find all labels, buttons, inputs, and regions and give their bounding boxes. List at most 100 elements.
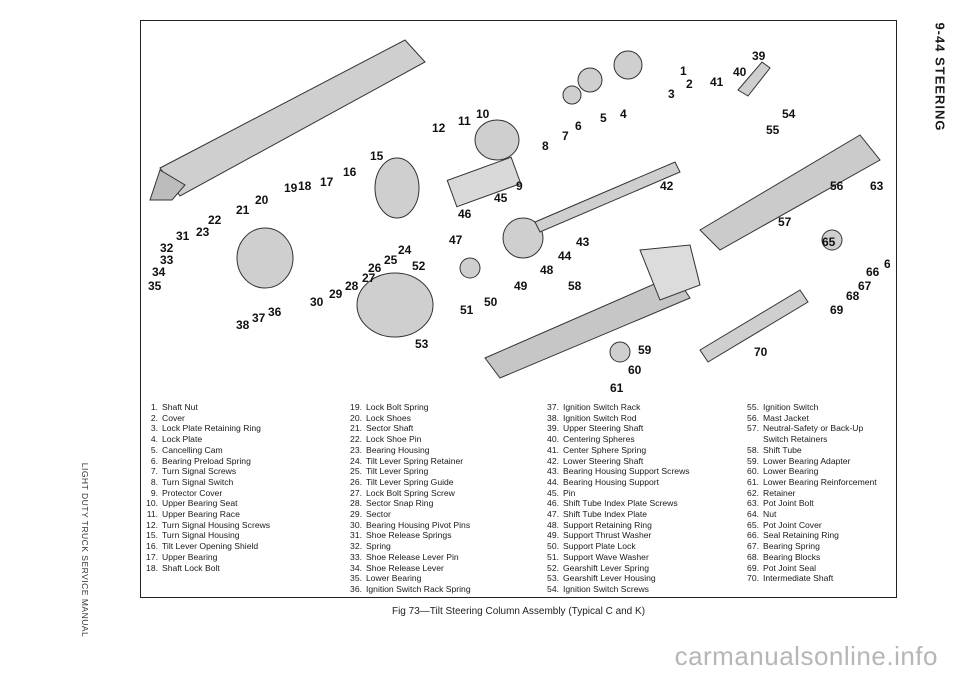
legend-item-text: Lock Plate Retaining Ring <box>162 423 261 434</box>
callout-number: 23 <box>196 225 210 239</box>
turn-signal-switch-part <box>474 119 520 161</box>
legend-item-text: Upper Bearing Race <box>162 509 240 520</box>
callout-number: 32 <box>160 241 174 255</box>
legend-item-number: 54. <box>547 583 559 594</box>
callout-number: 44 <box>558 249 572 263</box>
legend-item-text: Ignition Switch Rack Spring <box>366 583 471 594</box>
legend-item: 8.Turn Signal Switch <box>140 477 270 488</box>
legend-item: 43.Bearing Housing Support Screws <box>541 466 690 477</box>
legend-item-text: Intermediate Shaft <box>763 573 834 584</box>
legend-item: 70.Intermediate Shaft <box>741 573 877 584</box>
legend-item-text: Sector Snap Ring <box>366 498 434 509</box>
legend-item-number: 40. <box>547 434 559 445</box>
legend-item-text: Retainer <box>763 487 796 498</box>
legend-item-text: Turn Signal Screws <box>162 466 237 477</box>
callout-number: 54 <box>782 107 796 121</box>
legend-item: 55.Ignition Switch <box>741 402 877 413</box>
legend-item: 41.Center Sphere Spring <box>541 445 690 456</box>
callout-number: 40 <box>733 65 747 79</box>
legend-item: 58.Shift Tube <box>741 445 877 456</box>
legend-item: 60.Lower Bearing <box>741 466 877 477</box>
legend-item-number: 18. <box>146 562 158 573</box>
legend-item: 16.Tilt Lever Opening Shield <box>140 541 270 552</box>
legend-item-text: Tilt Lever Opening Shield <box>162 541 259 552</box>
legend-item: 7. Turn Signal Screws <box>140 466 270 477</box>
legend-item: 46.Shift Tube Index Plate Screws <box>541 498 690 509</box>
legend-item-number: 52. <box>547 562 559 573</box>
legend-item-number: 11. <box>146 509 158 520</box>
pot-joint-cover-part <box>821 229 843 251</box>
index-plate-part <box>639 244 701 301</box>
legend-item: 22.Lock Shoe Pin <box>344 434 471 445</box>
legend-item-text: Lower Bearing <box>366 573 422 584</box>
legend-item: 2.Cover <box>140 413 270 424</box>
lower-steering-shaft-part <box>534 161 681 233</box>
legend-item-number: 30. <box>350 519 362 530</box>
legend-item-number: 46. <box>547 498 559 509</box>
legend-item-text: Seal Retaining Ring <box>763 530 839 541</box>
figure-frame <box>140 20 897 598</box>
legend-item-number: 9. <box>150 487 158 498</box>
legend-item: 18. Shaft Lock Bolt <box>140 563 270 574</box>
callout-number: 67 <box>858 279 872 293</box>
upper-steering-shaft-part <box>737 61 771 97</box>
legend-item: 26.Tilt Lever Spring Guide <box>344 477 471 488</box>
legend-item: 36.Ignition Switch Rack Spring <box>344 584 471 595</box>
legend-item: 19.Lock Bolt Spring <box>344 402 471 413</box>
callout-number: 64 <box>884 257 890 271</box>
intermediate-shaft-part <box>699 289 809 363</box>
legend-item-number: 33. <box>350 551 362 562</box>
legend-item-number: 2. <box>150 412 158 423</box>
callout-number: 70 <box>754 345 768 359</box>
legend-item-text: Gearshift Lever Spring <box>563 562 649 573</box>
callout-number: 4 <box>620 107 627 121</box>
watermark: carmanualsonline.info <box>674 641 938 671</box>
legend-item-text: Pot Joint Cover <box>763 519 822 530</box>
legend-item: 24.Tilt Lever Spring Retainer <box>344 456 471 467</box>
legend-item: 63.Pot Joint Bolt <box>741 498 877 509</box>
callout-number: 34 <box>152 265 166 279</box>
callout-number: 1 <box>680 64 687 78</box>
legend-item-number: 57. <box>747 423 759 434</box>
callout-number: 15 <box>370 149 384 163</box>
callout-number: 53 <box>415 337 429 351</box>
legend-item-text: Lock Shoes <box>366 412 411 423</box>
callout-number: 3 <box>668 87 675 101</box>
legend-item: 61.Lower Bearing Reinforcement <box>741 477 877 488</box>
lever-arm-part <box>149 169 186 201</box>
legend-item-number: 7. <box>150 466 158 477</box>
legend-item-text: Center Sphere Spring <box>563 444 647 455</box>
callout-number: 5 <box>600 111 607 125</box>
legend-item-text: Mast Jacket <box>763 412 809 423</box>
legend-item-number: 34. <box>350 562 362 573</box>
legend-item-number: 6. <box>150 455 158 466</box>
legend-item-text: Protector Cover <box>162 487 223 498</box>
legend-item-number: 61. <box>747 476 759 487</box>
callout-number: 63 <box>870 179 884 193</box>
legend-item-text: Lock Bolt Spring Screw <box>366 487 455 498</box>
legend-item: 57.Neutral-Safety or Back-Up <box>741 423 877 434</box>
callout-number: 56 <box>830 179 844 193</box>
legend-item-number: 55. <box>747 402 759 412</box>
turn-signal-housing-part <box>374 157 420 219</box>
legend-item-text: Pot Joint Bolt <box>763 498 814 509</box>
legend-item-text: Lower Bearing <box>763 466 819 477</box>
legend-item-text: Shaft Lock Bolt <box>162 562 220 573</box>
legend-item-text: Turn Signal Switch <box>162 476 234 487</box>
legend-item: 67.Bearing Spring <box>741 541 877 552</box>
callout-number: 2 <box>686 77 693 91</box>
legend-item-number: 50. <box>547 541 559 552</box>
legend-item-text: Bearing Housing Support <box>563 476 660 487</box>
legend-item-text: Support Retaining Ring <box>563 519 652 530</box>
legend-item-text: Upper Steering Shaft <box>563 423 644 434</box>
legend-item: 20.Lock Shoes <box>344 413 471 424</box>
legend-item: 52. Gearshift Lever Spring <box>541 563 690 574</box>
legend-item-text: Shift Tube <box>763 444 802 455</box>
legend-item: 37.Ignition Switch Rack <box>541 402 690 413</box>
legend-item-number: 39. <box>547 423 559 434</box>
legend-item-number: 31. <box>350 530 362 541</box>
callout-number: 12 <box>432 121 446 135</box>
legend-item-number: 51. <box>547 551 559 562</box>
legend-item: 3.Lock Plate Retaining Ring <box>140 423 270 434</box>
